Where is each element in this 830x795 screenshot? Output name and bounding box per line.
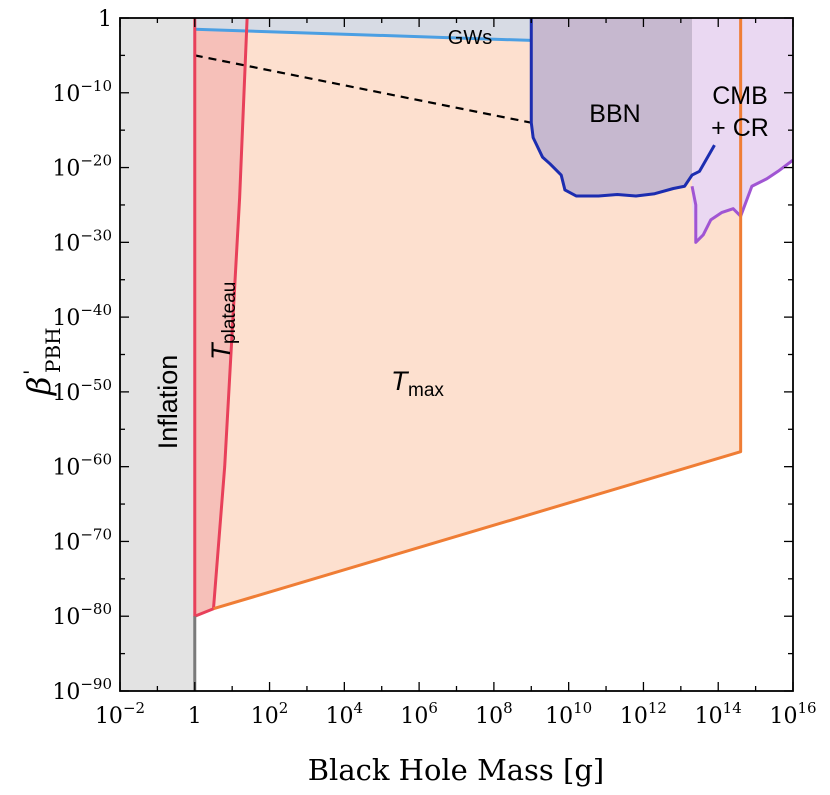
line-layer: [193, 18, 793, 691]
tick-layer: 10−2 1 102 104 106 108 1010 1012 1014 1016 1 10−10 1…: [52, 7, 816, 729]
line-dashed: [194, 54, 532, 124]
x-tick-label: 1010: [545, 699, 592, 729]
line-t-max-boundary: [213, 18, 743, 611]
line-bbn-boundary: [529, 18, 716, 198]
cmb-label-line2: + CR: [711, 114, 769, 142]
y-tick-label: 10−40: [52, 301, 112, 331]
inflation-label: Inflation: [153, 355, 183, 450]
x-axis-title: Black Hole Mass [g]: [308, 753, 604, 787]
y-axis-title-prime: ': [19, 370, 43, 376]
region-inflation: [120, 18, 195, 691]
tplateau-label: T plateau: [206, 282, 240, 360]
tmax-main: T: [391, 366, 410, 396]
y-tick-label: 10−50: [52, 376, 112, 406]
x-tick-label: 1: [188, 704, 202, 729]
y-tick-label: 10−80: [52, 600, 112, 630]
x-tick-label: 1012: [620, 699, 667, 729]
x-tick-label: 10−2: [95, 699, 145, 729]
region-cmb-cr: [692, 18, 793, 243]
line-t-plateau-boundary: [193, 18, 249, 618]
x-tick-label: 1014: [695, 699, 742, 729]
line-gws: [194, 27, 532, 42]
region-bbn: [531, 18, 693, 196]
region-layer: [120, 18, 793, 691]
y-tick-label: 1: [98, 7, 112, 32]
bbn-label: BBN: [589, 100, 640, 128]
plot-frame: [119, 17, 794, 692]
y-tick-label: 10−70: [52, 525, 112, 555]
tmax-label: T max: [391, 366, 444, 401]
tplateau-sub: plateau: [219, 282, 240, 344]
cmb-label-line1: CMB: [712, 82, 768, 110]
y-tick-label: 10−30: [52, 226, 112, 256]
y-tick-label: 10−10: [52, 77, 112, 107]
y-axis-title-sub: PBH: [41, 327, 65, 373]
x-tick-label: 1016: [769, 699, 816, 729]
x-tick-label: 108: [475, 699, 513, 729]
y-axis-title-main: β: [20, 377, 58, 397]
y-tick-label: 10−20: [52, 152, 112, 182]
line-cmb-cr-boundary: [690, 158, 793, 244]
region-t-plateau: [194, 18, 248, 617]
y-tick-label: 10−90: [52, 675, 112, 705]
gws-label: GWs: [448, 27, 492, 49]
x-tick-label: 104: [326, 699, 364, 729]
tmax-sub: max: [408, 380, 444, 401]
region-gws: [194, 18, 532, 41]
x-tick-label: 106: [400, 699, 438, 729]
x-tick-label: 102: [251, 699, 289, 729]
y-tick-label: 10−60: [52, 451, 112, 481]
y-axis-title: β ' PBH: [19, 327, 65, 396]
tplateau-main: T: [206, 341, 236, 360]
